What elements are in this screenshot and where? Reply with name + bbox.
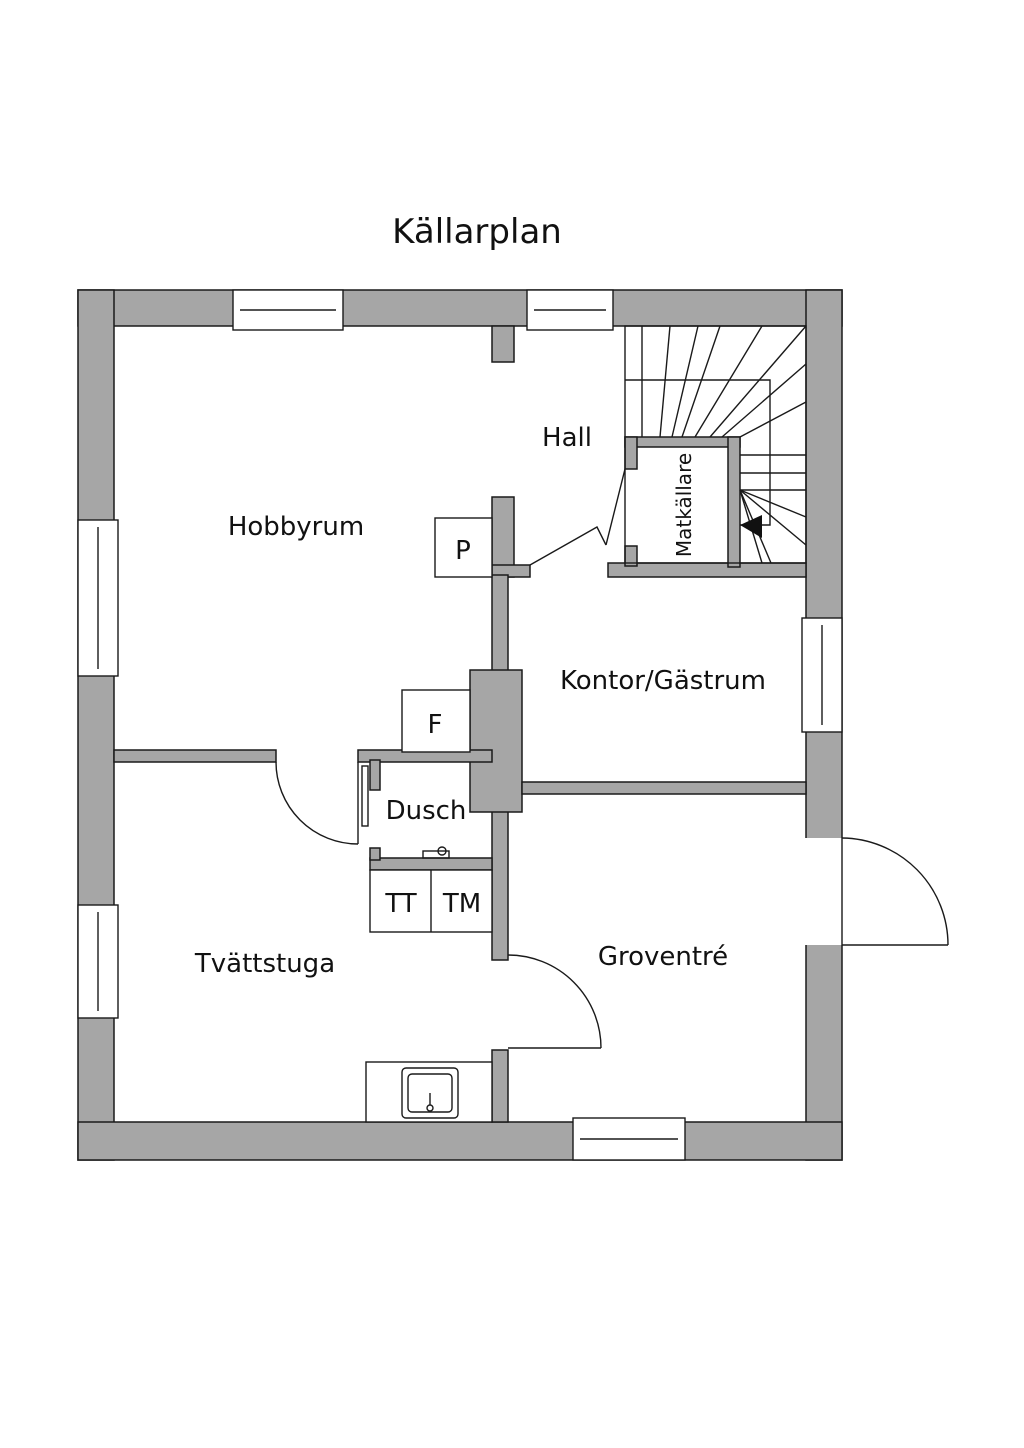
shower-faucet-icon <box>422 846 450 859</box>
fixture-tm: TM <box>442 889 481 919</box>
room-matkallare: Matkällare <box>672 453 696 557</box>
fixtures: P F TT TM <box>365 517 493 1123</box>
exterior-door-opening <box>805 838 843 945</box>
room-tvattstuga: Tvättstuga <box>194 949 335 979</box>
plan-title: Källarplan <box>392 212 562 252</box>
windows <box>77 289 843 1161</box>
room-groventre: Groventré <box>598 942 728 972</box>
room-hobbyrum: Hobbyrum <box>228 512 364 542</box>
room-kontor: Kontor/Gästrum <box>560 666 766 696</box>
doors <box>275 468 949 1049</box>
fixture-p: P <box>455 536 471 566</box>
fixture-f: F <box>428 710 443 740</box>
fixture-tt: TT <box>384 889 416 919</box>
stairs <box>624 325 807 564</box>
stair-direction-arrow <box>740 515 762 538</box>
room-hall: Hall <box>542 423 592 453</box>
room-labels: Hobbyrum Hall Matkällare Kontor/Gästrum … <box>194 423 766 979</box>
room-dusch: Dusch <box>386 796 467 826</box>
